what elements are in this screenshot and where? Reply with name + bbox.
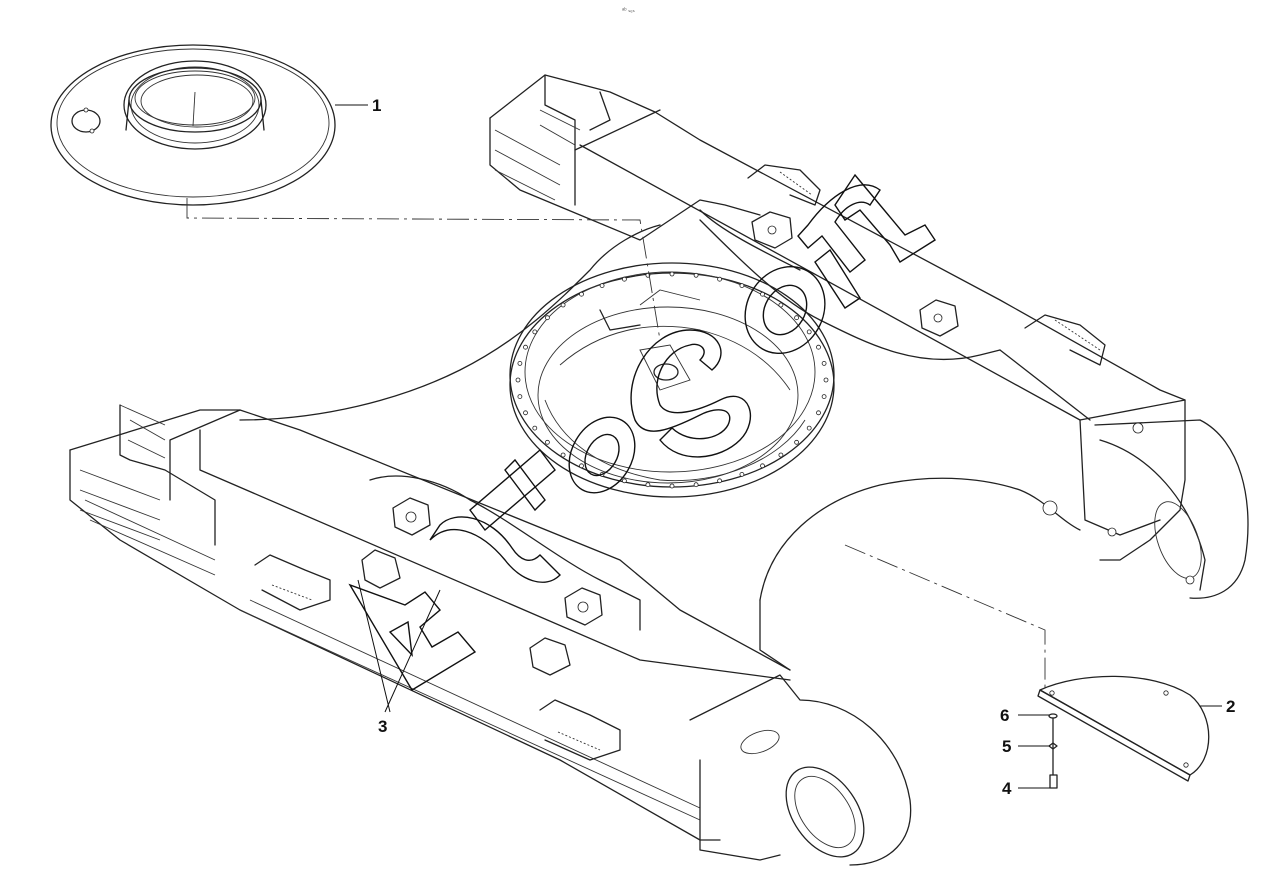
- bolt-hole: [669, 483, 675, 489]
- bolt-hole: [717, 478, 722, 484]
- part-1-seal-plate: [50, 44, 336, 206]
- header-note: ᵃᵇ ₛₑₛ: [622, 7, 635, 14]
- bolt-hole: [560, 302, 566, 308]
- part-5-nut: [1048, 742, 1058, 750]
- callout-6: 6: [1000, 706, 1009, 725]
- callout-2: 2: [1226, 697, 1235, 716]
- bolt-hole: [717, 276, 722, 282]
- callout-leaders: [335, 104, 1222, 789]
- bolt-hole: [515, 377, 521, 383]
- bolt-hole: [545, 439, 550, 445]
- bolt-hole: [669, 271, 675, 277]
- bolt-hole: [622, 478, 627, 484]
- slewing-ring: [509, 262, 835, 498]
- bolt-hole: [760, 463, 765, 469]
- callout-labels: 1 2 3 4 5 6: [372, 96, 1235, 798]
- bolt-hole: [794, 315, 799, 321]
- callout-5: 5: [1002, 737, 1011, 756]
- bolt-hole: [579, 291, 584, 297]
- bolt-hole: [778, 302, 784, 308]
- bolt-hole: [823, 377, 829, 383]
- bolt-hole: [816, 344, 821, 350]
- bolt-hole: [806, 425, 812, 431]
- bolt-hole: [560, 452, 566, 458]
- explosion-lines: [186, 198, 1046, 688]
- bolt-hole: [645, 482, 651, 488]
- bolt-hole: [622, 276, 627, 282]
- bolt-hole: [579, 463, 584, 469]
- bolt-hole: [517, 394, 523, 400]
- bolt-holes: [515, 271, 829, 489]
- bolt-hole: [739, 283, 745, 289]
- bolt-hole: [821, 360, 827, 366]
- part-4-bolt: [1049, 717, 1058, 789]
- bolt-hole: [760, 291, 765, 297]
- bolt-hole: [599, 283, 605, 289]
- bolt-hole: [794, 439, 799, 445]
- bolt-hole: [523, 344, 528, 350]
- bolt-hole: [523, 410, 528, 416]
- bolt-hole: [693, 272, 699, 278]
- lower-frame: [69, 74, 1249, 866]
- part-2-cover-plate: [1037, 675, 1210, 782]
- callout-4: 4: [1002, 779, 1012, 798]
- bolt-hole: [532, 425, 538, 431]
- bolt-hole: [806, 329, 812, 335]
- bolt-hole: [545, 315, 550, 321]
- watermark-autosoft: [348, 173, 936, 691]
- bolt-hole: [739, 471, 745, 477]
- bolt-hole: [821, 394, 827, 400]
- bolt-hole: [517, 360, 523, 366]
- bolt-hole: [816, 410, 821, 416]
- bolt-hole: [532, 329, 538, 335]
- frame-brackets: [254, 164, 1106, 761]
- callout-1: 1: [372, 96, 381, 115]
- callout-3: 3: [378, 717, 387, 736]
- bolt-hole: [693, 482, 699, 488]
- bolt-hole: [778, 452, 784, 458]
